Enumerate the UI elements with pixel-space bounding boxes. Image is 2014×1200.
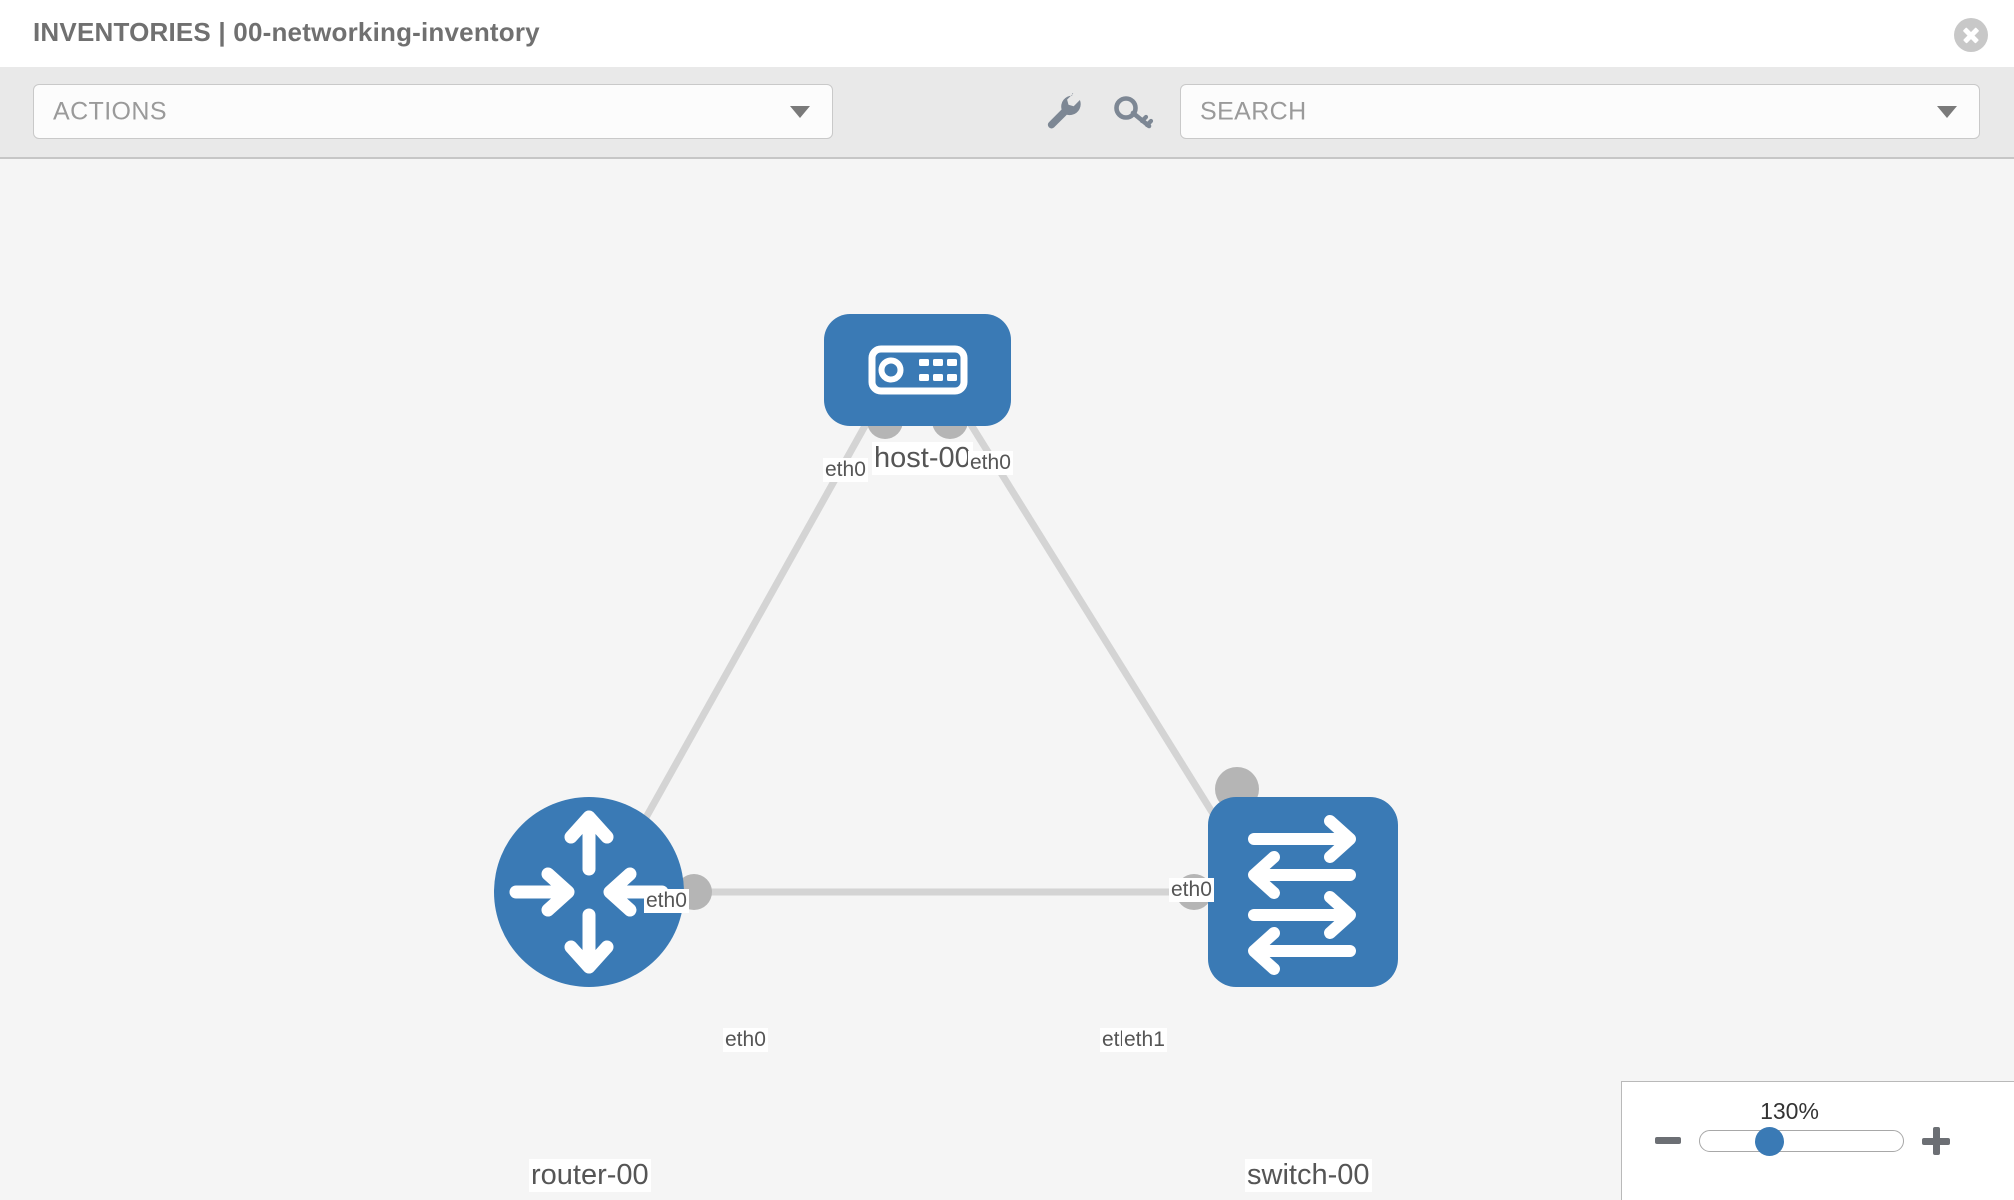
toolbar: ACTIONS SEARCH [0, 67, 2014, 159]
actions-dropdown[interactable]: ACTIONS [33, 84, 833, 139]
node-switch-00[interactable] [1208, 797, 1398, 987]
topology-canvas[interactable]: host-00 router-00 switch-00 eth0 eth0 et… [0, 159, 2014, 1200]
port-label-switch-left: eth1 [1122, 1028, 1167, 1053]
zoom-level-value: 130% [1760, 1098, 1819, 1124]
node-label-router-00: router-00 [529, 1159, 651, 1193]
port-label-router-up: eth0 [644, 889, 689, 914]
zoom-slider-track[interactable] [1699, 1130, 1904, 1152]
node-host-00[interactable] [824, 314, 1011, 426]
minus-icon[interactable] [1655, 1137, 1681, 1144]
port-label-host-right: eth0 [968, 451, 1013, 476]
topology-graph [494, 314, 1398, 987]
port-label-router-right: eth0 [723, 1028, 768, 1053]
port-group [676, 403, 1259, 910]
plus-icon[interactable] [1922, 1127, 1950, 1155]
key-icon[interactable] [1112, 91, 1154, 133]
wrench-icon[interactable] [1043, 91, 1085, 133]
node-label-host-00: host-00 [872, 442, 973, 476]
page-title: INVENTORIES | 00-networking-inventory [33, 17, 540, 47]
port-label-host-left: eth0 [823, 458, 868, 483]
port-label-switch-up: eth0 [1169, 878, 1214, 903]
chevron-down-icon [1937, 105, 1957, 118]
plus-icon-vertical [1932, 1127, 1940, 1155]
node-router-00[interactable] [494, 797, 684, 987]
close-icon[interactable] [1954, 18, 1988, 52]
node-label-switch-00: switch-00 [1245, 1159, 1372, 1193]
chevron-down-icon [790, 105, 810, 118]
zoom-slider-thumb[interactable] [1755, 1127, 1784, 1156]
search-input[interactable]: SEARCH [1180, 84, 1980, 139]
zoom-control-panel: 130% [1621, 1081, 2014, 1200]
actions-dropdown-label: ACTIONS [53, 97, 167, 125]
search-placeholder-label: SEARCH [1200, 97, 1307, 125]
page-header: INVENTORIES | 00-networking-inventory [0, 0, 2014, 67]
